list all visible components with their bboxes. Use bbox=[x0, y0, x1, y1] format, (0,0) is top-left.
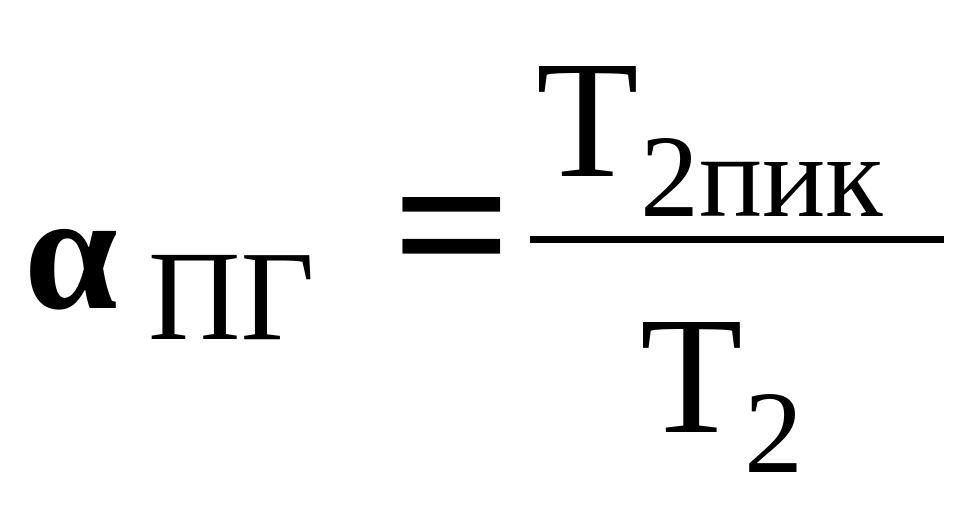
denominator-symbol: Т bbox=[640, 283, 743, 469]
numerator-subscript: 2пик bbox=[640, 111, 883, 242]
numerator-symbol: Т bbox=[536, 27, 639, 213]
denominator-subscript: 2 bbox=[744, 367, 803, 498]
equals-sign: = bbox=[392, 109, 512, 341]
fraction-bar bbox=[530, 236, 944, 243]
alpha-symbol: α bbox=[24, 159, 118, 345]
alpha-subscript: ПГ bbox=[148, 225, 315, 367]
